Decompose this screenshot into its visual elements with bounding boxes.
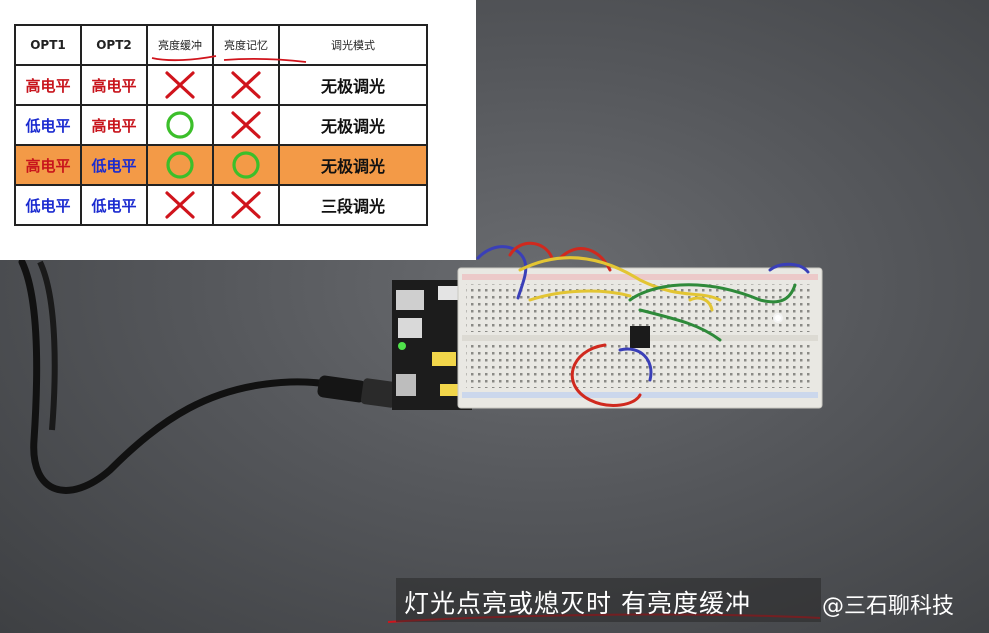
- cell-opt1: 低电平: [14, 104, 82, 146]
- cell-opt2: 高电平: [80, 64, 148, 106]
- cross-mark-icon: [231, 111, 261, 139]
- cross-mark-icon: [165, 71, 195, 99]
- mode-table-panel: OPT1 OPT2 亮度缓冲 亮度记忆 调光模式 高电平 高电平 无极调光 低电…: [0, 0, 476, 260]
- table-row: 高电平 高电平 无极调光: [14, 64, 428, 106]
- table-header-row: OPT1 OPT2 亮度缓冲 亮度记忆 调光模式: [14, 24, 428, 66]
- cell-brightness-memory: [212, 104, 280, 146]
- cell-opt2: 低电平: [80, 144, 148, 186]
- cell-opt1: 低电平: [14, 184, 82, 226]
- circle-mark-icon: [232, 151, 260, 179]
- cross-mark-icon: [231, 71, 261, 99]
- header-dimming-mode: 调光模式: [278, 24, 428, 66]
- header-opt2: OPT2: [80, 24, 148, 66]
- table-row: 低电平 高电平 无极调光: [14, 104, 428, 146]
- cell-dimming-mode: 无极调光: [278, 104, 428, 146]
- cell-brightness-memory: [212, 144, 280, 186]
- channel-watermark: @三石聊科技: [822, 594, 955, 619]
- circle-mark-icon: [166, 151, 194, 179]
- jumper-wires: [476, 241, 810, 407]
- cell-brightness-buffer: [146, 184, 214, 226]
- cell-opt2: 高电平: [80, 104, 148, 146]
- header-opt1: OPT1: [14, 24, 82, 66]
- mode-table: OPT1 OPT2 亮度缓冲 亮度记忆 调光模式 高电平 高电平 无极调光 低电…: [14, 24, 428, 226]
- cell-opt1: 高电平: [14, 64, 82, 106]
- cross-mark-icon: [231, 191, 261, 219]
- power-cable: [18, 258, 398, 494]
- breadboard: [457, 267, 823, 409]
- cell-dimming-mode: 三段调光: [278, 184, 428, 226]
- cell-opt2: 低电平: [80, 184, 148, 226]
- cross-mark-icon: [165, 191, 195, 219]
- circle-mark-icon: [166, 111, 194, 139]
- cell-dimming-mode: 无极调光: [278, 64, 428, 106]
- table-row: 低电平 低电平 三段调光: [14, 184, 428, 226]
- subtitle-background: [396, 578, 821, 622]
- video-subtitle: 灯光点亮或熄灭时 有亮度缓冲: [404, 589, 751, 618]
- header-underlines: [151, 55, 307, 63]
- table-row-highlighted: 高电平 低电平 无极调光: [14, 144, 428, 186]
- cell-brightness-buffer: [146, 64, 214, 106]
- cell-brightness-buffer: [146, 104, 214, 146]
- cell-brightness-buffer: [146, 144, 214, 186]
- cell-dimming-mode: 无极调光: [278, 144, 428, 186]
- cell-brightness-memory: [212, 184, 280, 226]
- cell-opt1: 高电平: [14, 144, 82, 186]
- cell-brightness-memory: [212, 64, 280, 106]
